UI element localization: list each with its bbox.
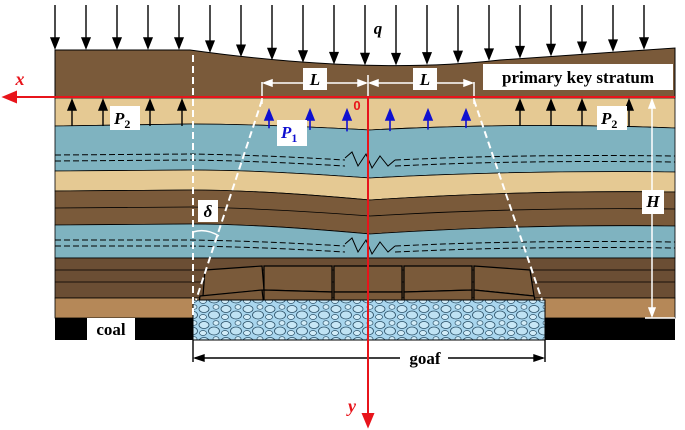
coal-label-box (87, 318, 135, 340)
q-label-box (371, 16, 385, 40)
load-arrowhead (638, 37, 650, 50)
load-arrowhead (514, 45, 526, 59)
p2-right-box (597, 106, 627, 130)
coal-label: coal (96, 320, 126, 339)
load-arrowhead (297, 50, 309, 63)
p1-arrowhead (304, 107, 316, 121)
L-right-label-box (413, 68, 437, 90)
p2-arrowhead (545, 98, 557, 111)
goaf-label: goaf (409, 349, 441, 368)
load-arrowhead (452, 50, 464, 64)
load-arrowhead (576, 41, 588, 55)
primary-key-stratum-box (483, 64, 673, 90)
y-axis-label: y (346, 396, 357, 416)
load-q-arrows (49, 5, 650, 66)
load-arrowhead (80, 37, 92, 50)
x-axis-label: x (15, 69, 25, 89)
load-arrowhead (142, 37, 154, 50)
caving-boundary-lines (192, 55, 543, 318)
coal-seam-right (545, 318, 675, 340)
blue-layer-1 (54, 123, 676, 179)
load-arrowhead (266, 47, 278, 61)
p2-left-label: P2 (113, 109, 130, 131)
p2-arrowhead (176, 98, 188, 111)
p2-arrowhead (576, 98, 588, 111)
load-arrowhead (173, 37, 185, 50)
p1-box (277, 120, 307, 146)
load-arrowhead (545, 43, 557, 57)
p1-arrowhead (422, 107, 434, 121)
p2-arrowhead (66, 98, 78, 111)
delta-label-box (198, 200, 218, 222)
L-left-label-box (303, 68, 327, 90)
primary-key-stratum-label: primary key stratum (502, 68, 654, 87)
p1-arrowhead (384, 107, 396, 121)
H-label-box (642, 190, 664, 214)
load-arrowhead (49, 37, 61, 50)
L-right-label: L (419, 70, 430, 89)
p1-arrowhead (263, 107, 275, 121)
load-arrowhead (111, 37, 123, 50)
load-arrowhead (421, 52, 433, 65)
load-arrowhead (607, 39, 619, 52)
load-arrowhead (483, 48, 495, 61)
delta-angle-arc (192, 229, 220, 237)
p2-arrowhead (514, 98, 526, 111)
load-arrowhead (235, 44, 247, 58)
origin-label: 0 (353, 98, 360, 113)
coordinate-axes (1, 90, 675, 429)
load-arrowhead (359, 52, 371, 66)
q-label: q (374, 19, 383, 38)
load-arrowhead (204, 40, 216, 53)
delta-label: δ (204, 202, 213, 221)
L-left-label: L (309, 70, 320, 89)
load-arrowhead (328, 51, 340, 65)
p1-arrowhead (341, 107, 353, 121)
p2-right-label: P2 (600, 109, 617, 131)
p1-arrowhead (460, 107, 472, 121)
p1-support-arrows (263, 107, 472, 132)
load-arrowhead (390, 52, 402, 66)
p2-left-box (110, 106, 140, 130)
p1-label: P1 (280, 123, 297, 145)
p2-support-arrows (66, 98, 635, 126)
p2-arrowhead (144, 98, 156, 111)
goaf-dimension (192, 340, 546, 362)
H-label: H (645, 192, 660, 211)
p2-arrowhead (97, 98, 109, 111)
